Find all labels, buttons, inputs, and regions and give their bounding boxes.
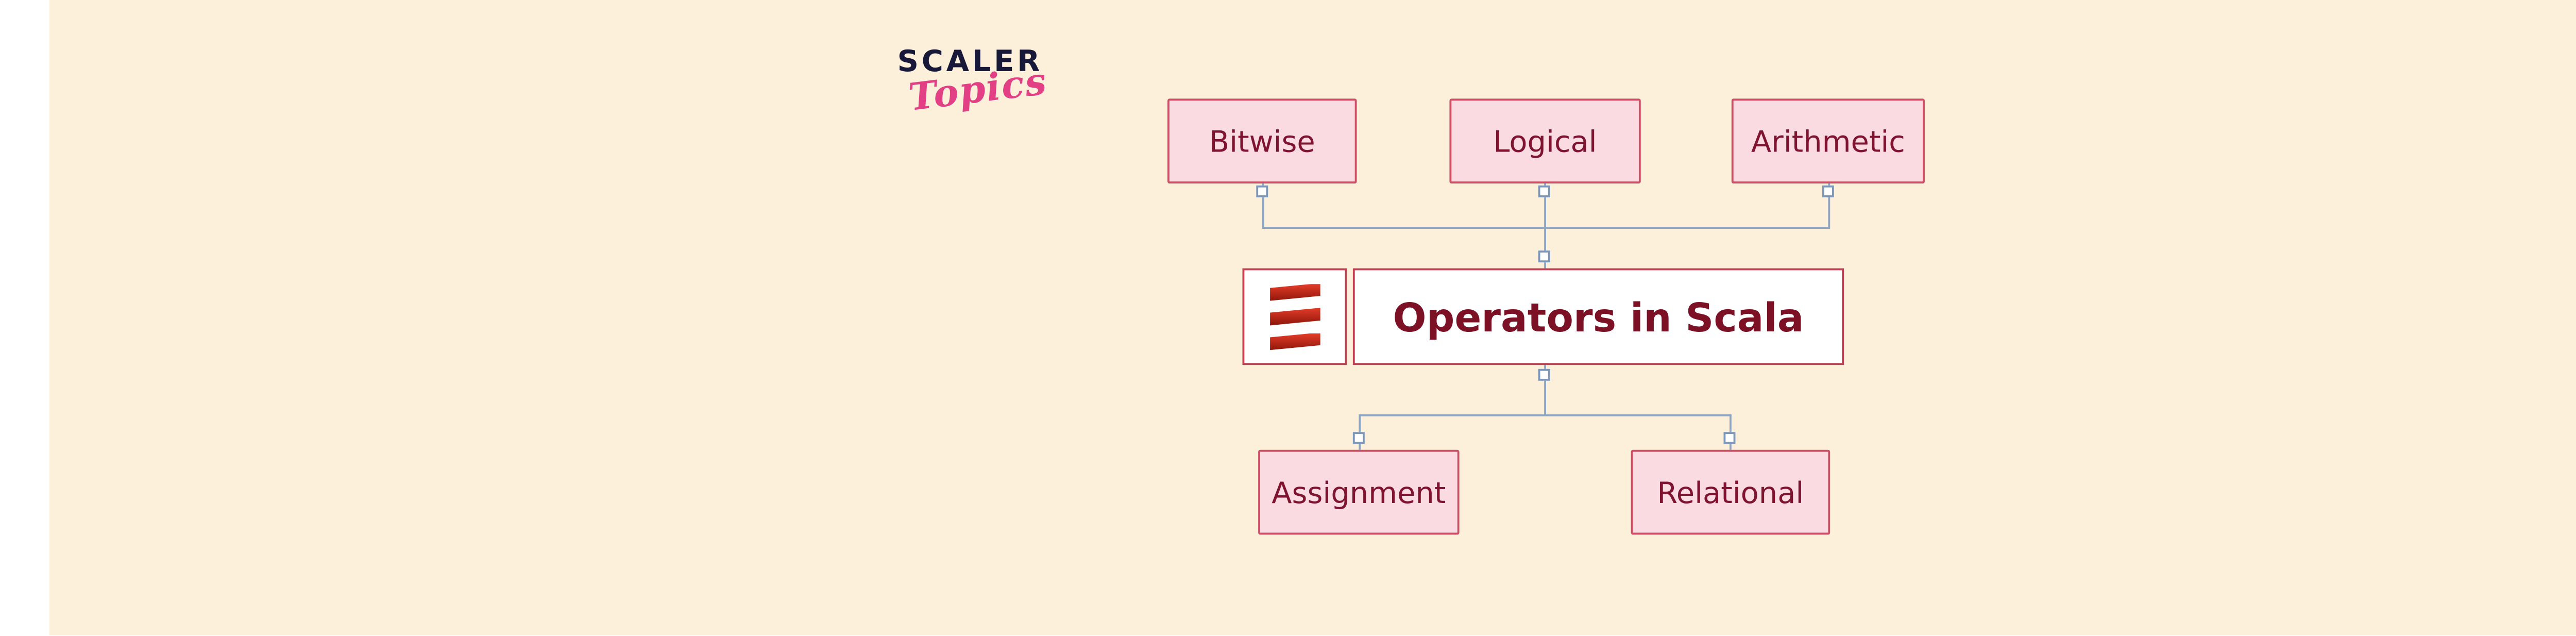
node-label: Logical <box>1493 123 1597 159</box>
connector-line <box>1544 226 1547 269</box>
node-label: Relational <box>1657 474 1804 510</box>
scala-logo-icon <box>1269 283 1320 350</box>
scala-logo-box <box>1242 268 1347 365</box>
scala-logo-bar <box>1269 308 1320 326</box>
node-relational: Relational <box>1631 449 1831 535</box>
connector-line <box>1827 183 1830 227</box>
connector-line <box>1261 183 1264 227</box>
node-bitwise: Bitwise <box>1167 98 1357 183</box>
node-assignment: Assignment <box>1258 449 1460 535</box>
connector-handle <box>1822 185 1834 197</box>
scala-logo-bar <box>1269 332 1320 350</box>
node-logical: Logical <box>1449 98 1641 183</box>
connector-line <box>1358 413 1360 450</box>
center-title-node: Operators in Scala <box>1352 268 1844 365</box>
connector-line <box>1544 365 1547 414</box>
brand-name: SCALER <box>897 43 1043 79</box>
connector-handle <box>1538 369 1551 381</box>
scaler-topics-logo: SCALER Topics <box>897 43 1075 120</box>
node-arithmetic: Arithmetic <box>1731 98 1925 183</box>
scala-logo-bar <box>1269 283 1320 301</box>
connector-handle <box>1352 432 1365 444</box>
diagram-title: Operators in Scala <box>1393 293 1804 341</box>
connector-handle <box>1538 185 1551 197</box>
connector-handle <box>1538 250 1551 263</box>
connector-handle <box>1256 185 1268 197</box>
node-label: Assignment <box>1272 474 1446 510</box>
node-label: Bitwise <box>1209 123 1315 159</box>
node-label: Arithmetic <box>1751 123 1905 159</box>
connector-line <box>1359 413 1731 416</box>
connector-line <box>1544 183 1547 227</box>
connector-handle <box>1724 432 1736 444</box>
connector-line <box>1729 413 1732 450</box>
